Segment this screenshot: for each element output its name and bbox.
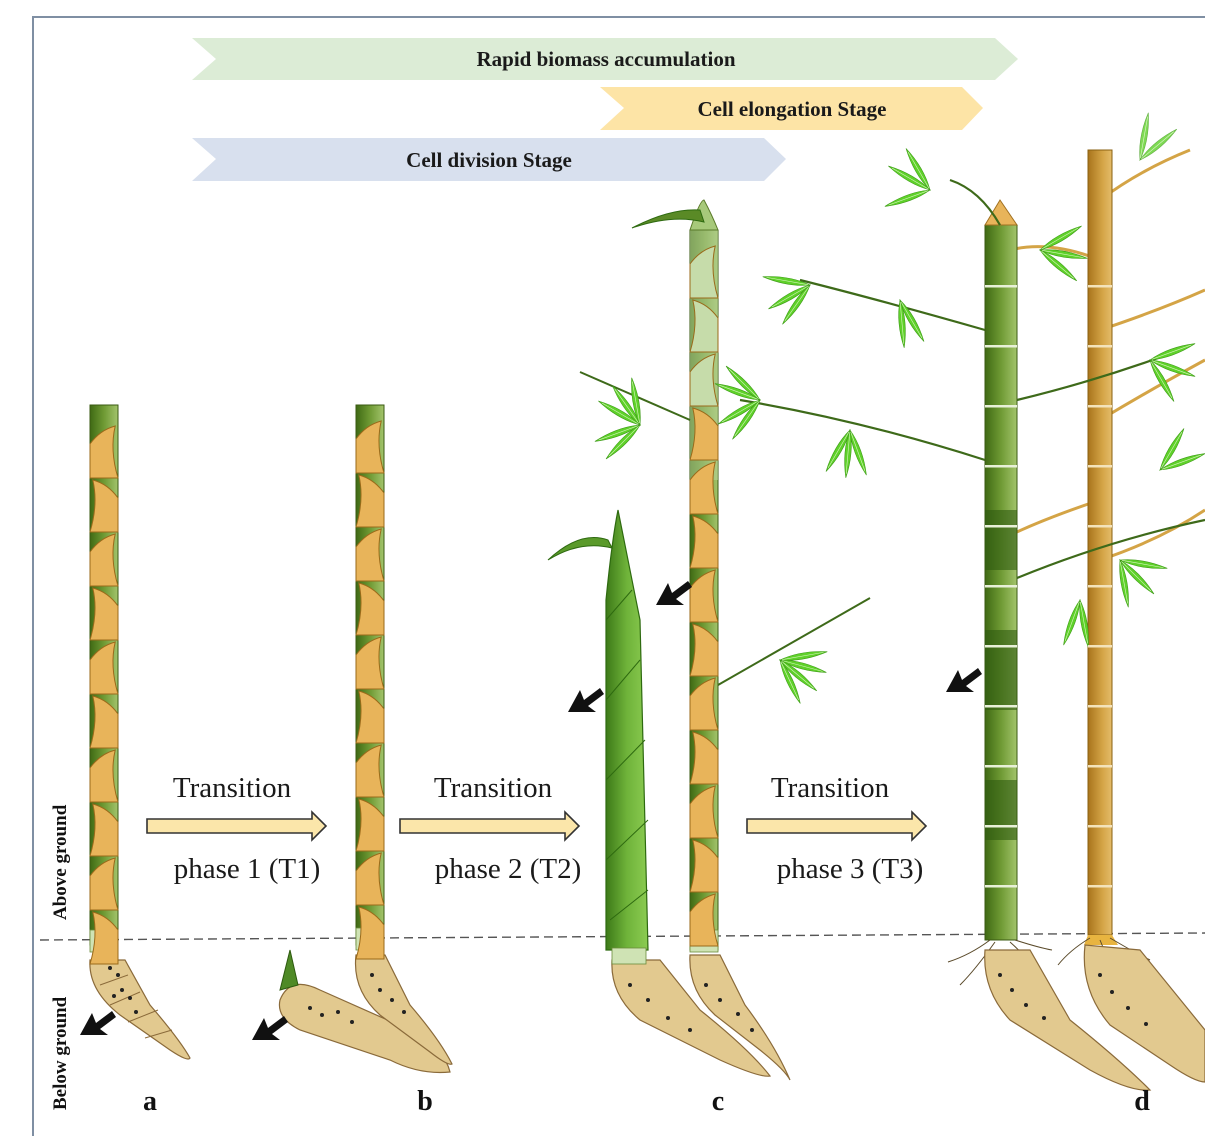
culm-node — [1088, 885, 1112, 888]
culm-node — [1088, 705, 1112, 708]
culm-node — [1088, 585, 1112, 588]
bamboo-shoot-c — [548, 200, 870, 1080]
transition-3: Transition phase 3 (T3) — [747, 772, 926, 885]
transition-1: Transition phase 1 (T1) — [147, 772, 326, 885]
stage-banner-rapid: Rapid biomass accumulation — [192, 38, 1018, 80]
culm-node — [985, 345, 1017, 348]
rapid-banner-label: Rapid biomass accumulation — [476, 47, 735, 71]
transition-2-phase: phase 2 (T2) — [435, 853, 582, 885]
panel-label-b: b — [417, 1086, 433, 1114]
bamboo-shoot-b — [279, 405, 452, 1073]
rhizome-d — [985, 945, 1205, 1090]
pointer-arrow-d — [946, 668, 982, 692]
stage-banner-division: Cell division Stage — [192, 138, 786, 181]
culm-node — [985, 405, 1017, 408]
bamboo-shoot-a — [90, 405, 190, 1059]
culm-node — [985, 645, 1017, 648]
culm-node — [1088, 765, 1112, 768]
division-banner-label: Cell division Stage — [406, 148, 572, 172]
culm-node — [985, 465, 1017, 468]
young-shoot-c — [606, 510, 648, 950]
transition-2: Transition phase 2 (T2) — [400, 772, 581, 885]
culm-node — [985, 525, 1017, 528]
panel-label-d: d — [1134, 1086, 1150, 1114]
foliage-d — [714, 112, 1205, 648]
pointer-arrow-a — [80, 1011, 116, 1035]
culm-node — [1088, 345, 1112, 348]
mature-culm — [1088, 150, 1112, 935]
pointer-arrow-c-culm — [656, 581, 692, 605]
culm-node — [1088, 825, 1112, 828]
transition-3-phase: phase 3 (T3) — [777, 853, 924, 885]
culm-node — [985, 705, 1017, 708]
rhizome-c — [612, 955, 790, 1080]
panel-label-c: c — [712, 1086, 724, 1114]
pointer-arrow-c-shoot — [568, 688, 604, 712]
transition-1-arrow — [147, 812, 326, 840]
bamboo-mature-d — [714, 112, 1205, 1090]
transition-2-arrow — [400, 812, 579, 840]
culm-node — [1088, 405, 1112, 408]
panel-label-a: a — [143, 1086, 157, 1114]
culm-node — [1088, 645, 1112, 648]
above-ground-label: Above ground — [50, 804, 71, 920]
culm-node — [1088, 285, 1112, 288]
transition-3-label: Transition — [771, 772, 890, 804]
below-ground-label: Below ground — [50, 996, 71, 1110]
culm-node — [985, 825, 1017, 828]
rhizome-a — [90, 960, 190, 1059]
culm-node — [985, 285, 1017, 288]
culm-node — [985, 765, 1017, 768]
stage-banner-elongation: Cell elongation Stage — [600, 87, 983, 130]
green-branches — [740, 180, 1205, 578]
transition-2-label: Transition — [434, 772, 553, 804]
elongation-banner-label: Cell elongation Stage — [698, 97, 887, 121]
rhizome-b — [279, 950, 452, 1073]
transition-3-arrow — [747, 812, 926, 840]
pointer-arrow-b — [252, 1016, 288, 1040]
culm-node — [985, 585, 1017, 588]
transition-1-label: Transition — [173, 772, 292, 804]
culm-node — [1088, 525, 1112, 528]
transition-1-phase: phase 1 (T1) — [174, 853, 321, 885]
culm-node — [985, 885, 1017, 888]
culm-node — [1088, 465, 1112, 468]
